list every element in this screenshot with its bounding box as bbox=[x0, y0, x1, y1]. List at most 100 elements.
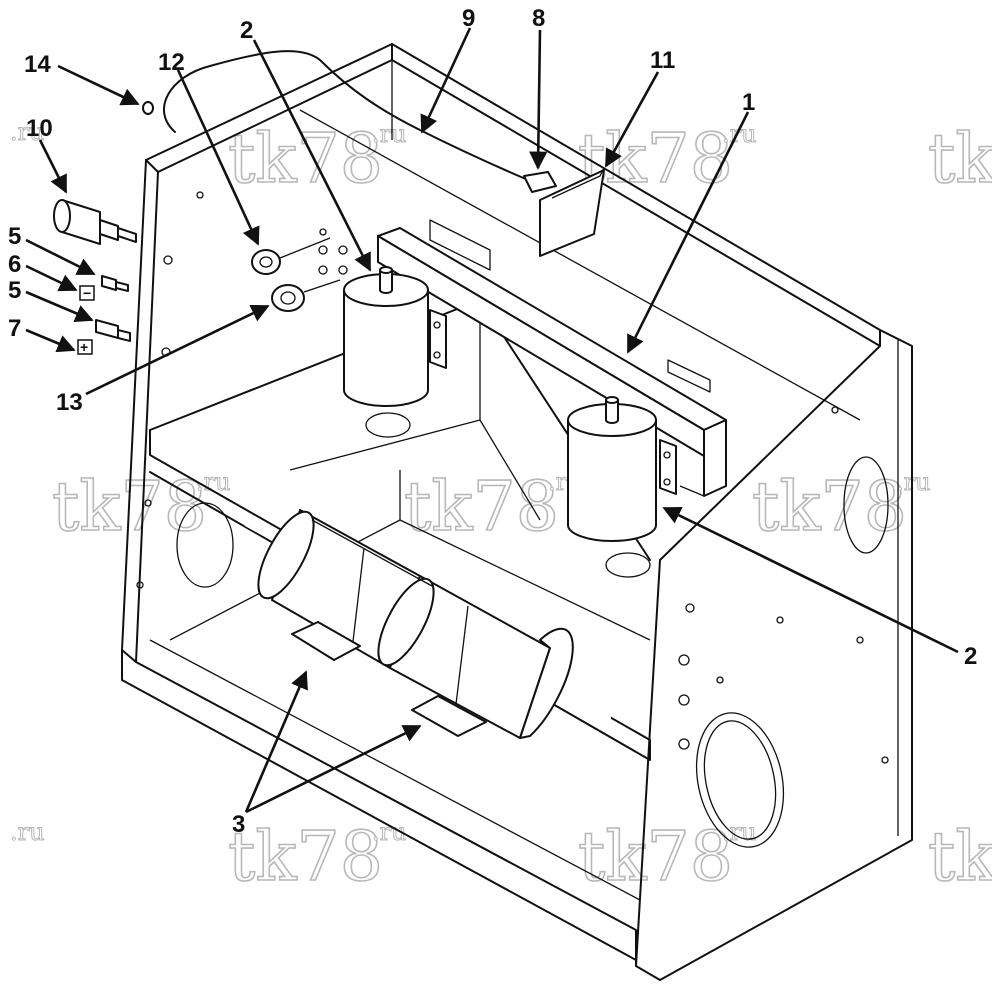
callout-7: 7 bbox=[8, 315, 21, 342]
bolt bbox=[433, 351, 441, 359]
callout-5-upper: 5 bbox=[8, 223, 21, 250]
fitting-axis bbox=[279, 237, 331, 259]
mount-hole bbox=[881, 756, 889, 764]
terminal-plus bbox=[95, 319, 131, 342]
watermark-text: tk78 bbox=[752, 468, 907, 547]
mount-hole bbox=[196, 191, 204, 199]
plate-11-fold bbox=[551, 167, 605, 199]
leader-2b bbox=[662, 506, 959, 654]
canister-stem-top bbox=[379, 266, 393, 274]
leader-12 bbox=[176, 69, 260, 246]
floor-cutout bbox=[605, 552, 651, 578]
terminal-minus bbox=[101, 275, 129, 292]
callout-12: 12 bbox=[158, 49, 185, 76]
grommet-14 bbox=[142, 101, 154, 115]
connector-10 bbox=[53, 199, 137, 245]
mount-hole bbox=[318, 265, 328, 275]
leader-13 bbox=[85, 304, 270, 396]
bracket-beam bbox=[377, 227, 727, 497]
sensor-8 bbox=[523, 171, 557, 193]
bolt bbox=[433, 321, 441, 329]
leader-3a bbox=[244, 670, 308, 813]
watermark-text: tk78 bbox=[578, 818, 733, 897]
callout-5-lower: 5 bbox=[8, 277, 21, 304]
watermark-partial-right: tk bbox=[928, 818, 992, 897]
connector-pin bbox=[117, 227, 137, 243]
fitting-bore bbox=[259, 256, 273, 268]
mount-hole bbox=[338, 265, 348, 275]
leader-lines bbox=[25, 27, 959, 814]
watermark-text: tk78 bbox=[228, 818, 383, 897]
connector-face bbox=[53, 199, 71, 233]
leader-14 bbox=[57, 64, 140, 106]
right-wall bbox=[635, 329, 913, 981]
callout-9: 9 bbox=[462, 5, 475, 32]
terminal-body bbox=[101, 275, 117, 291]
callout-11: 11 bbox=[650, 47, 675, 74]
mount-foot-left bbox=[291, 621, 361, 661]
canister-upper-left bbox=[343, 266, 429, 407]
fitting-axis bbox=[303, 279, 341, 293]
leader-8 bbox=[529, 29, 548, 170]
bracket-beam-end bbox=[703, 419, 727, 497]
leader-6 bbox=[25, 264, 78, 292]
mount-hole bbox=[678, 738, 690, 750]
minus-symbol-box bbox=[79, 285, 95, 301]
watermark-suffix: .ru bbox=[896, 468, 931, 496]
bottom-front-rail-lower bbox=[121, 649, 637, 961]
middle-partition bbox=[289, 300, 541, 521]
bracket-strap bbox=[659, 439, 677, 495]
back-panel-lines bbox=[299, 60, 861, 421]
mount-hole bbox=[319, 228, 327, 236]
callout-14: 14 bbox=[24, 51, 51, 78]
leader-7 bbox=[25, 328, 76, 353]
right-wall-upper-cutout bbox=[843, 456, 889, 554]
leader-2a bbox=[252, 39, 372, 272]
connector-nut bbox=[99, 219, 119, 241]
watermark-suffix: .ru bbox=[722, 818, 757, 846]
bottom-inner-edge bbox=[149, 639, 641, 901]
watermark-suffix: .ru bbox=[372, 818, 407, 846]
minus-symbol: − bbox=[83, 285, 91, 301]
mount-foot-right bbox=[411, 695, 487, 737]
leader-5b bbox=[25, 290, 94, 322]
mount-hole bbox=[136, 581, 144, 589]
fitting-bore bbox=[280, 291, 296, 305]
callout-1: 1 bbox=[742, 89, 755, 116]
canister-lower-seam bbox=[377, 577, 435, 667]
canister-body bbox=[567, 419, 657, 542]
mount-hole bbox=[318, 245, 328, 255]
watermark-text: tk78 bbox=[578, 120, 733, 199]
watermark-text: tk78 bbox=[404, 468, 559, 547]
canister-lower-left-end bbox=[257, 510, 315, 600]
callout-8: 8 bbox=[532, 5, 545, 32]
left-wall-cutout bbox=[176, 502, 234, 588]
bracket-strap bbox=[429, 309, 447, 369]
lower-partition bbox=[169, 470, 651, 641]
back-top-edge bbox=[391, 43, 881, 347]
watermark-suffix: .ru bbox=[10, 818, 45, 846]
watermark-suffix: .ru bbox=[10, 118, 45, 146]
callout-3: 3 bbox=[232, 811, 245, 838]
canister-stem-top bbox=[605, 396, 619, 404]
mount-hole bbox=[144, 499, 152, 507]
callout-labels: 14 10 5 6 5 7 12 2 9 8 11 1 13 2 3 bbox=[8, 5, 977, 838]
callout-2-upper: 2 bbox=[240, 17, 253, 44]
mount-hole bbox=[678, 694, 690, 706]
terminal-stud bbox=[115, 281, 129, 292]
fitting-body bbox=[271, 284, 305, 312]
watermark-layer: 8 .ru tk78 .ru tk78 .ru tk tk78 .ru tk78… bbox=[10, 118, 992, 898]
callout-10: 10 bbox=[26, 115, 53, 142]
canister-stem bbox=[379, 269, 393, 294]
floor-cutout bbox=[365, 412, 411, 438]
callout-13: 13 bbox=[56, 389, 83, 416]
fitting-13 bbox=[271, 279, 341, 312]
left-wall bbox=[121, 159, 159, 663]
watermark-suffix: .ru bbox=[372, 120, 407, 148]
leader-1 bbox=[626, 111, 750, 354]
mount-hole bbox=[685, 603, 695, 613]
mount-hole bbox=[678, 654, 690, 666]
lower-canisters bbox=[243, 509, 611, 739]
